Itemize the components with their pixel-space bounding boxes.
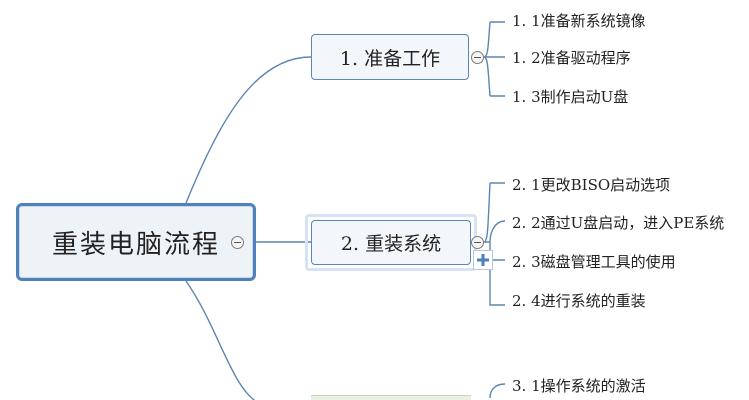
branch-topic-3[interactable]: [311, 395, 471, 400]
plus-icon: [477, 254, 489, 266]
connector-branch-1-to-leaves: [483, 21, 505, 97]
leaf-topic-2-4[interactable]: 2. 4进行系统的重装: [512, 292, 646, 310]
root-topic-label: 重装电脑流程: [51, 229, 220, 260]
root-topic[interactable]: 重装电脑流程: [16, 203, 256, 281]
leaf-topic-2-2[interactable]: 2. 2通过U盘启动，进入PE系统: [512, 214, 725, 232]
collapse-branch-2-button[interactable]: [471, 236, 484, 249]
connector-root-to-branch-3: [185, 280, 256, 400]
branch-topic-1-label: 1. 准备工作: [339, 47, 441, 70]
connector-branch-3-to-leaves: [489, 383, 506, 399]
leaf-topic-1-3[interactable]: 1. 3制作启动U盘: [512, 88, 629, 106]
minus-circle-icon: [234, 241, 241, 244]
branch-topic-2[interactable]: 2. 重装系统: [311, 220, 471, 265]
minus-circle-icon: [474, 241, 481, 244]
collapse-branch-1-button[interactable]: [471, 51, 484, 64]
branch-topic-1[interactable]: 1. 准备工作: [311, 34, 469, 80]
minus-circle-icon: [474, 56, 481, 59]
collapse-root-button[interactable]: [231, 236, 244, 249]
connector-root-to-branch-1: [185, 56, 312, 204]
leaf-topic-2-1[interactable]: 2. 1更改BISO启动选项: [512, 176, 671, 194]
add-topic-button[interactable]: [473, 250, 493, 270]
branch-topic-2-label: 2. 重装系统: [340, 233, 442, 255]
leaf-topic-3-1[interactable]: 3. 1操作系统的激活: [512, 377, 646, 395]
connector-branch-2-to-leaves: [483, 182, 506, 306]
leaf-topic-2-3[interactable]: 2. 3磁盘管理工具的使用: [512, 253, 676, 271]
leaf-topic-1-1[interactable]: 1. 1准备新系统镜像: [512, 12, 646, 30]
leaf-topic-1-2[interactable]: 1. 2准备驱动程序: [512, 49, 631, 67]
